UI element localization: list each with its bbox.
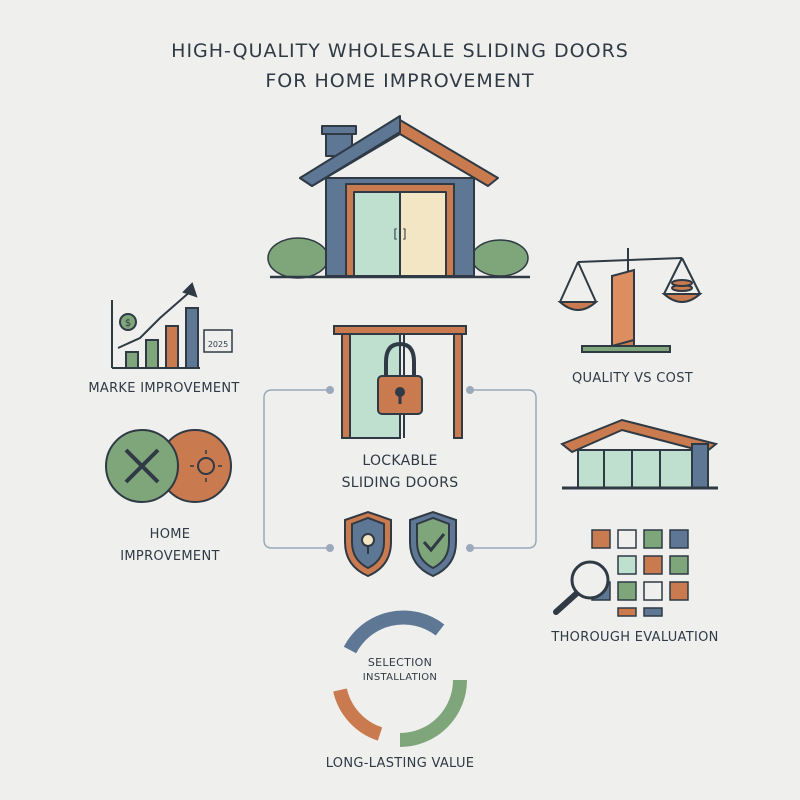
cycle-arrows-icon [333, 610, 467, 747]
growth-chart-icon [111, 282, 233, 369]
magnifier-icon [553, 560, 610, 615]
calendar-year: 2025 [208, 340, 228, 349]
cycle-label-selection: SELECTION [367, 656, 433, 669]
cycle-label-installation: INSTALLATION [362, 672, 438, 683]
house-icon [267, 115, 530, 279]
tools-icon [105, 429, 232, 503]
market-improvement-label: MARKE IMPROVEMENT [88, 381, 240, 396]
dollar-icon: $ [125, 318, 131, 329]
home-improvement-label: HOME IMPROVEMENT [120, 527, 220, 564]
evaluation-label: THOROUGH EVALUATION [551, 630, 719, 645]
verified-shield-icon [409, 510, 457, 578]
connector-lines [263, 389, 537, 549]
long-lasting-value-label: LONG-LASTING VALUE [325, 756, 475, 771]
quality-cost-label: QUALITY VS COST [571, 371, 693, 386]
door-handle-glyph: [ ] [393, 227, 406, 241]
security-shield-icon [344, 510, 392, 578]
lockable-doors-label: LOCKABLE SLIDING DOORS [341, 453, 459, 491]
page-title: HIGH-QUALITY WHOLESALE SLIDING DOORS FOR… [171, 40, 629, 92]
balance-scale-icon [557, 248, 703, 353]
lockable-door-icon [333, 325, 467, 439]
connector-dots [326, 386, 474, 552]
modern-building-icon [560, 418, 719, 490]
